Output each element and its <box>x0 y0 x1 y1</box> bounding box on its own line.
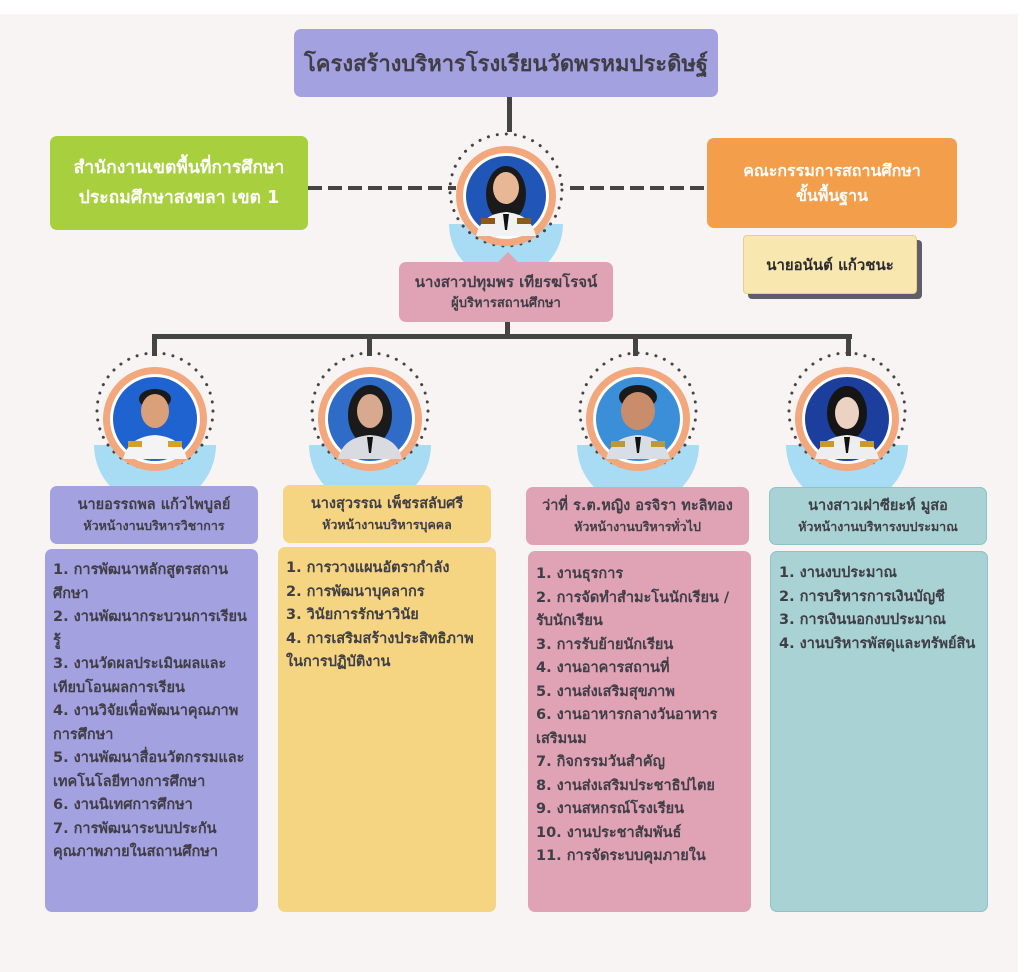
dept-head-name: นางสุวรรณ เพ็ชรสลับศรี <box>310 496 464 512</box>
task-item: 3. วินัยการรักษาวินัย <box>286 607 419 623</box>
task-item: 6. งานนิเทศการศึกษา <box>53 797 193 813</box>
task-item: 7. กิจกรรมวันสำคัญ <box>536 754 665 770</box>
task-item: 1. งานธุรการ <box>536 566 624 582</box>
portrait-photo-icon <box>577 351 699 487</box>
office-line-2: ประถมศึกษาสงขลา เขต 1 <box>78 188 280 208</box>
dept-tasks-general: 1. งานธุรการ 2. การจัดทำสำมะโนนักเรียน /… <box>528 551 751 912</box>
director-avatar <box>441 126 571 266</box>
connector-director-down <box>505 322 510 336</box>
committee-member-name: นายอนันต์ แก้วชนะ <box>766 255 894 274</box>
dept-head-academic: นายอรรถพล แก้วไพบูลย์ หัวหน้างานบริหารวิ… <box>50 486 258 544</box>
task-item: 3. การรับย้ายนักเรียน <box>536 636 674 653</box>
dept-tasks-personnel: 1. การวางแผนอัตรากำลัง 2. การพัฒนาบุคลาก… <box>278 547 496 912</box>
task-item: 5. งานส่งเสริมสุขภาพ <box>536 683 675 700</box>
committee-box: คณะกรรมการสถานศึกษา ขั้นพื้นฐาน <box>707 138 957 228</box>
task-item: 3. การเงินนอกงบประมาณ <box>779 612 946 628</box>
connector-dashed-right <box>570 186 707 190</box>
dept-head-role: หัวหน้างานบริหารบุคคล <box>322 517 452 532</box>
dept-head-general: ว่าที่ ร.ต.หญิง อรจิรา ทะลิทอง หัวหน้างา… <box>526 487 749 545</box>
task-item: 1. งานงบประมาณ <box>779 565 897 581</box>
dept-head-budget: นางสาวเฝาซียะห์ มูสอ หัวหน้างานบริหารงบป… <box>769 487 987 545</box>
dept-avatar-academic <box>90 347 220 487</box>
office-box-education-area: สำนักงานเขตพื้นที่การศึกษา ประถมศึกษาสงข… <box>50 136 308 230</box>
committee-line-1: คณะกรรมการสถานศึกษา <box>743 161 921 180</box>
task-item: 4. งานอาคารสถานที่ <box>536 660 670 676</box>
task-item: 1. การวางแผนอัตรากำลัง <box>286 560 450 576</box>
portrait-photo-icon <box>94 351 216 487</box>
task-item: 4. งานวิจัยเพื่อพัฒนาคุณภาพการศึกษา <box>53 703 239 743</box>
task-item: 6. งานอาหารกลางวันอาหารเสริมนม <box>536 707 718 747</box>
dept-head-name: นายอรรถพล แก้วไพบูลย์ <box>77 497 231 513</box>
task-item: 2. การจัดทำสำมะโนนักเรียน /รับนักเรียน <box>536 589 730 630</box>
dept-head-role: หัวหน้างานบริหารงบประมาณ <box>798 519 958 534</box>
dept-head-personnel: นางสุวรรณ เพ็ชรสลับศรี หัวหน้างานบริหารบ… <box>283 485 491 543</box>
director-role: ผู้บริหารสถานศึกษา <box>451 296 561 311</box>
committee-line-2: ขั้นพื้นฐาน <box>795 186 869 205</box>
dept-avatar-budget <box>782 347 912 487</box>
dept-avatar-personnel <box>305 347 435 487</box>
dept-head-role: หัวหน้างานบริหารทั่วไป <box>574 519 701 534</box>
director-box: นางสาวปทุมพร เทียรฆโรจน์ ผู้บริหารสถานศึ… <box>399 252 613 322</box>
connector-dashed-left <box>308 186 456 190</box>
connector-dept-3 <box>633 334 638 356</box>
task-item: 3. งานวัดผลประเมินผลและเทียบโอนผลการเรีย… <box>53 656 227 696</box>
task-item: 5. งานพัฒนาสื่อนวัตกรรมและเทคโนโลยีทางกา… <box>53 750 245 790</box>
portrait-photo-icon <box>309 351 431 487</box>
portrait-photo-icon <box>448 132 564 266</box>
task-item: 1. การพัฒนาหลักสูตรสถานศึกษา <box>53 562 229 602</box>
connector-horizontal-bus <box>152 334 852 339</box>
task-item: 8. งานส่งเสริมประชาธิปไตย <box>536 777 715 794</box>
dept-tasks-academic: 1. การพัฒนาหลักสูตรสถานศึกษา 2. งานพัฒนา… <box>45 549 258 912</box>
connector-title-to-director <box>507 97 512 132</box>
task-item: 10. งานประชาสัมพันธ์ <box>536 824 682 841</box>
task-item: 2. งานพัฒนากระบวนการเรียนรู้ <box>53 609 247 649</box>
dept-tasks-budget: 1. งานงบประมาณ 2. การบริหารการเงินบัญชี … <box>770 551 988 912</box>
task-item: 4. การเสริมสร้างประสิทธิภาพในการปฏิบัติง… <box>286 630 474 671</box>
portrait-photo-icon <box>786 351 908 487</box>
director-name: นางสาวปทุมพร เทียรฆโรจน์ <box>414 273 598 291</box>
committee-member-box: นายอนันต์ แก้วชนะ <box>743 235 917 294</box>
connector-dept-4 <box>846 334 851 356</box>
task-item: 9. งานสหกรณ์โรงเรียน <box>536 801 685 817</box>
office-line-1: สำนักงานเขตพื้นที่การศึกษา <box>73 158 285 178</box>
connector-dept-1 <box>152 334 157 356</box>
task-item: 2. การบริหารการเงินบัญชี <box>779 588 945 605</box>
task-item: 11. การจัดระบบคุมภายใน <box>536 848 706 864</box>
task-item: 7. การพัฒนาระบบประกันคุณภาพภายในสถานศึกษ… <box>53 820 218 861</box>
dept-head-name: นางสาวเฝาซียะห์ มูสอ <box>808 498 948 514</box>
task-item: 2. การพัฒนาบุคลากร <box>286 583 425 600</box>
task-item: 4. งานบริหารพัสดุและทรัพย์สิน <box>779 635 976 652</box>
chart-title: โครงสร้างบริหารโรงเรียนวัดพรหมประดิษฐ์ <box>294 29 718 97</box>
dept-head-name: ว่าที่ ร.ต.หญิง อรจิรา ทะลิทอง <box>542 498 733 514</box>
connector-dept-2 <box>367 334 372 356</box>
dept-avatar-general <box>573 347 703 487</box>
chart-title-text: โครงสร้างบริหารโรงเรียนวัดพรหมประดิษฐ์ <box>303 51 708 77</box>
dept-head-role: หัวหน้างานบริหารวิชาการ <box>83 518 225 533</box>
